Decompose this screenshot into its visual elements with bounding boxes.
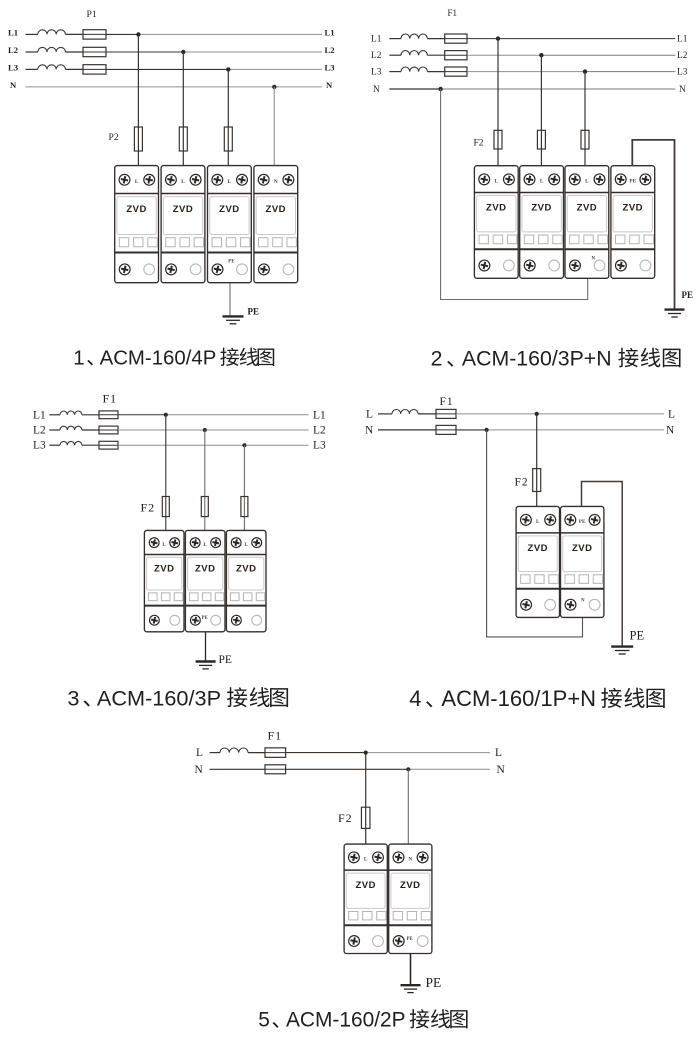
svg-text:2: 2 [431,347,443,371]
svg-text:ZVD: ZVD [486,203,507,214]
svg-text:P2: P2 [109,132,119,143]
svg-text:PE: PE [219,654,232,666]
svg-text:L2: L2 [325,45,335,55]
svg-text:N: N [592,257,596,262]
svg-text:ACM-160/3P: ACM-160/3P [97,685,221,710]
svg-text:PE: PE [426,975,442,990]
svg-text:L: L [668,408,675,420]
svg-text:N: N [581,599,585,604]
svg-text:ACM-160/3P+N: ACM-160/3P+N [462,347,612,371]
svg-text:PE: PE [202,616,209,621]
svg-text:L: L [181,179,185,185]
svg-text:F2: F2 [141,501,156,515]
svg-text:ZVD: ZVD [173,204,194,215]
svg-text:ACM-160/1P+N: ACM-160/1P+N [441,686,596,711]
svg-text:ZVD: ZVD [531,203,552,214]
svg-text:N: N [373,85,380,95]
svg-text:ZVD: ZVD [572,543,593,554]
svg-text:L: L [196,747,203,759]
svg-text:ZVD: ZVD [195,563,216,574]
svg-text:L1: L1 [33,409,46,421]
svg-text:ZVD: ZVD [528,543,549,554]
svg-text:ACM-160/4P: ACM-160/4P [100,347,217,369]
svg-text:L: L [203,542,207,548]
svg-text:PE: PE [248,307,260,317]
svg-text:PE: PE [629,179,636,185]
svg-text:PE: PE [579,519,586,525]
svg-text:N: N [365,424,373,436]
svg-text:L: L [366,408,373,420]
svg-text:L: L [135,179,139,185]
svg-text:L1: L1 [677,35,688,45]
svg-text:PE: PE [407,937,414,942]
svg-text:L2: L2 [8,45,18,55]
svg-text:L2: L2 [677,51,688,61]
svg-text:ZVD: ZVD [355,880,376,891]
svg-text:ZVD: ZVD [623,203,644,214]
svg-text:F1: F1 [268,729,283,743]
svg-text:F2: F2 [338,811,353,825]
svg-text:PE: PE [682,290,694,300]
svg-text:ZVD: ZVD [400,880,421,891]
svg-text:L1: L1 [313,409,326,421]
svg-text:4: 4 [409,686,421,711]
svg-text:L3: L3 [33,440,46,452]
svg-text:P1: P1 [87,9,97,20]
svg-text:1: 1 [73,347,84,369]
svg-text:L: L [228,179,232,185]
svg-text:N: N [274,179,278,185]
svg-text:ZVD: ZVD [236,563,257,574]
svg-text:F1: F1 [448,8,458,18]
svg-text:L3: L3 [371,68,382,78]
svg-text:L: L [244,542,248,548]
svg-text:N: N [408,857,412,863]
svg-text:ZVD: ZVD [266,204,287,215]
svg-text:L3: L3 [313,440,326,452]
svg-text:PE: PE [228,260,235,265]
svg-text:L2: L2 [371,51,382,61]
svg-text:L: L [495,747,502,759]
svg-text:L1: L1 [371,35,382,45]
svg-text:F1: F1 [440,396,454,408]
svg-text:L: L [540,179,544,185]
svg-text:L: L [585,179,589,185]
svg-text:L2: L2 [313,425,326,437]
svg-text:ZVD: ZVD [577,203,598,214]
svg-text:F2: F2 [474,139,484,149]
svg-text:L: L [162,542,166,548]
svg-text:ZVD: ZVD [219,204,240,215]
svg-text:N: N [10,80,17,90]
svg-text:ACM-160/2P: ACM-160/2P [286,1009,406,1032]
svg-text:L: L [364,857,368,863]
svg-text:N: N [195,764,203,776]
svg-text:L3: L3 [8,62,18,72]
svg-text:N: N [326,80,333,90]
svg-text:L1: L1 [325,28,335,38]
svg-text:PE: PE [630,629,645,643]
svg-text:L3: L3 [677,68,688,78]
svg-text:L: L [495,179,499,185]
svg-text:5: 5 [258,1009,270,1032]
svg-text:L1: L1 [8,27,18,37]
svg-text:ZVD: ZVD [154,563,175,574]
svg-text:F1: F1 [103,392,118,406]
svg-text:N: N [497,764,505,776]
svg-text:N: N [666,424,674,436]
svg-text:F2: F2 [515,477,529,489]
svg-text:L3: L3 [325,63,335,73]
svg-text:L2: L2 [33,425,46,437]
svg-text:3: 3 [67,685,79,710]
svg-text:N: N [679,85,686,95]
svg-text:ZVD: ZVD [126,204,147,215]
svg-text:L: L [536,519,540,525]
